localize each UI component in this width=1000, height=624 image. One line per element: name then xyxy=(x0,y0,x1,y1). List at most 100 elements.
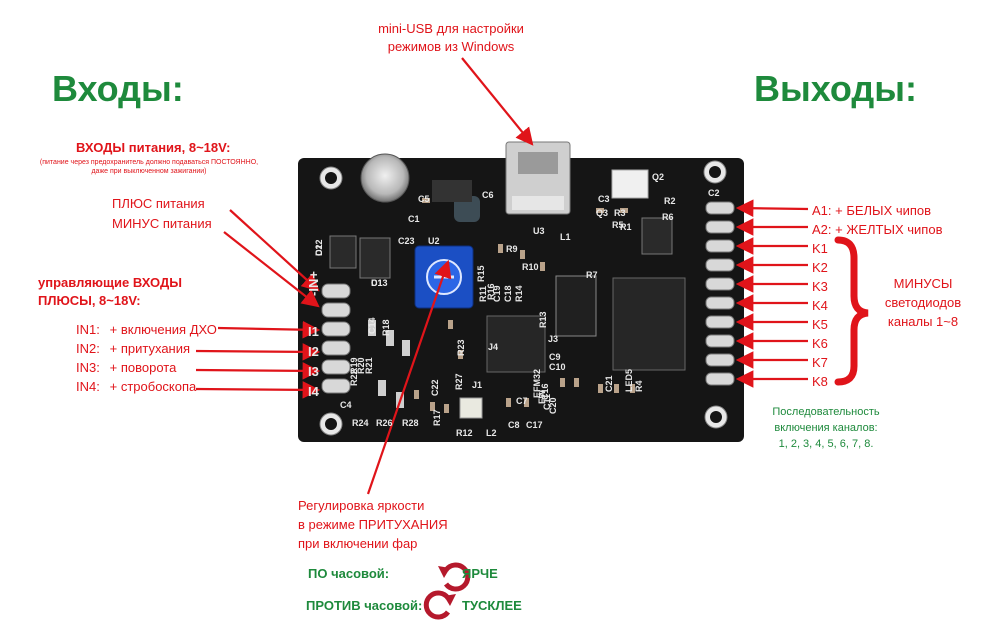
silk-label: R1 xyxy=(620,222,632,232)
capacitor xyxy=(360,153,410,203)
silk-label: D1 xyxy=(371,278,383,288)
silk-label: C23 xyxy=(398,236,415,246)
silk-label: R24 xyxy=(352,418,369,428)
silk-label: R21 xyxy=(364,357,374,374)
pin-label: -IN+ xyxy=(306,271,321,296)
silk-label: C12 xyxy=(314,239,324,256)
silk-label: FW xyxy=(537,390,547,404)
silk-label: R20 xyxy=(356,357,366,374)
pin-label: I2 xyxy=(308,344,319,359)
silk-label: R10 xyxy=(522,262,539,272)
silk-label: C14 xyxy=(367,317,377,334)
input-pins xyxy=(321,283,351,394)
silk-label: R28 xyxy=(402,418,419,428)
control-input-item: IN1: + включения ДХО xyxy=(76,322,217,337)
driver-chip xyxy=(612,277,686,371)
silk-label: C19 xyxy=(492,285,502,302)
silk-label: R15 xyxy=(476,265,486,282)
clockwise-label: ПО часовой: xyxy=(308,566,390,581)
silk-label: R18 xyxy=(381,319,391,336)
silk-label: U3 xyxy=(533,226,545,236)
silk-label: C17 xyxy=(526,420,543,430)
silk-label: D2 xyxy=(314,244,324,256)
power-plus-label: ПЛЮС питания xyxy=(112,196,205,211)
control-input-item: IN3: + поворота xyxy=(76,360,177,375)
silk-label: C10 xyxy=(549,362,566,372)
silk-label: EFM32 xyxy=(532,369,542,398)
power-title: ВХОДЫ питания, 8~18V: xyxy=(76,140,231,155)
silk-label: L1 xyxy=(560,232,571,242)
silk-label: R19 xyxy=(349,357,359,374)
silk-label: R4 xyxy=(634,380,644,392)
silk-label: C11 xyxy=(542,394,552,410)
silk-label: R5 xyxy=(612,220,624,230)
minus-caption: МИНУСЫ светодиодов каналы 1~8 xyxy=(884,276,962,329)
silk-label: C4 xyxy=(340,400,352,410)
counterclockwise-result: ТУСКЛЕЕ xyxy=(462,598,522,613)
silk-label: L2 xyxy=(486,428,497,438)
silk-label: R22 xyxy=(349,369,359,386)
usb-caption: mini-USB для настройки режимов из Window… xyxy=(378,21,524,54)
counterclockwise-label: ПРОТИВ часовой: xyxy=(306,598,423,613)
channels-brace xyxy=(834,236,869,386)
control-input-item: IN4: + стробоскопа xyxy=(76,379,197,394)
pin-label: I1 xyxy=(308,324,319,339)
pin-label: I3 xyxy=(308,364,319,379)
silk-label: C5 xyxy=(418,194,430,204)
control-title: управляющие ВХОДЫ ПЛЮСЫ, 8~18V: xyxy=(38,275,182,308)
silk-label: C16 xyxy=(540,383,550,400)
silk-label: R14 xyxy=(514,285,524,302)
silk-label: C3 xyxy=(598,194,610,204)
silk-label: R26 xyxy=(376,418,393,428)
silk-label: Q2 xyxy=(652,172,664,182)
silk-label: R17 xyxy=(432,409,442,426)
silk-label: C21 xyxy=(604,375,614,392)
control-inputs-list: IN1: + включения ДХО IN2: + притухания I… xyxy=(76,320,217,396)
control-input-item: IN2: + притухания xyxy=(76,341,191,356)
silk-label: R7 xyxy=(586,270,598,280)
pin-label: I4 xyxy=(308,384,320,399)
brightness-caption: Регулировка яркости в режиме ПРИТУХАНИЯ … xyxy=(298,498,448,551)
silk-label: C18 xyxy=(503,285,513,302)
silk-label: C20 xyxy=(548,397,558,414)
power-minus-label: МИНУС питания xyxy=(112,216,212,231)
silk-label: C6 xyxy=(482,190,494,200)
silk-label: C9 xyxy=(549,352,561,362)
silk-label: Q3 xyxy=(596,208,608,218)
silk-label: R2 xyxy=(664,196,676,206)
clockwise-result: ЯРЧЕ xyxy=(462,566,498,581)
silk-label: R11 xyxy=(478,286,488,302)
jumper-header xyxy=(611,169,649,199)
outputs-heading: Выходы: xyxy=(754,68,917,109)
clockwise-icon xyxy=(438,562,471,592)
silk-label: C1 xyxy=(408,214,420,224)
silk-label: R27 xyxy=(454,373,464,390)
silk-label: C22 xyxy=(430,379,440,396)
inputs-heading: Входы: xyxy=(52,68,184,109)
silk-label: C2 xyxy=(708,188,720,198)
silk-label: C13 xyxy=(371,278,388,288)
silk-label: R23 xyxy=(456,339,466,356)
led5 xyxy=(459,397,483,419)
silk-label: C8 xyxy=(508,420,520,430)
silk-label: R16 xyxy=(486,283,496,300)
outputs-a-list: A1: + БЕЛЫХ чипов A2: + ЖЕЛТЫХ чипов xyxy=(812,203,943,237)
mcu-chip xyxy=(486,315,546,373)
silk-label: C7 xyxy=(516,396,528,406)
silk-label: LED5 xyxy=(624,369,634,392)
power-note: (питание через предохранитель должно под… xyxy=(39,159,259,175)
silk-label: R9 xyxy=(506,244,518,254)
silk-label: R6 xyxy=(662,212,674,222)
silk-label: R13 xyxy=(538,311,548,328)
counterclockwise-icon xyxy=(423,590,456,620)
silk-label: U2 xyxy=(428,236,440,246)
outputs-k-list: K1 K2 K3 K4 K5 K6 K7 K8 xyxy=(812,241,828,389)
silk-label: J1 xyxy=(472,380,482,390)
silk-label: R12 xyxy=(456,428,473,438)
sequence-caption: Последовательность включения каналов: 1,… xyxy=(772,406,880,450)
silk-label: J3 xyxy=(548,334,558,344)
silk-label: R3 xyxy=(614,208,626,218)
